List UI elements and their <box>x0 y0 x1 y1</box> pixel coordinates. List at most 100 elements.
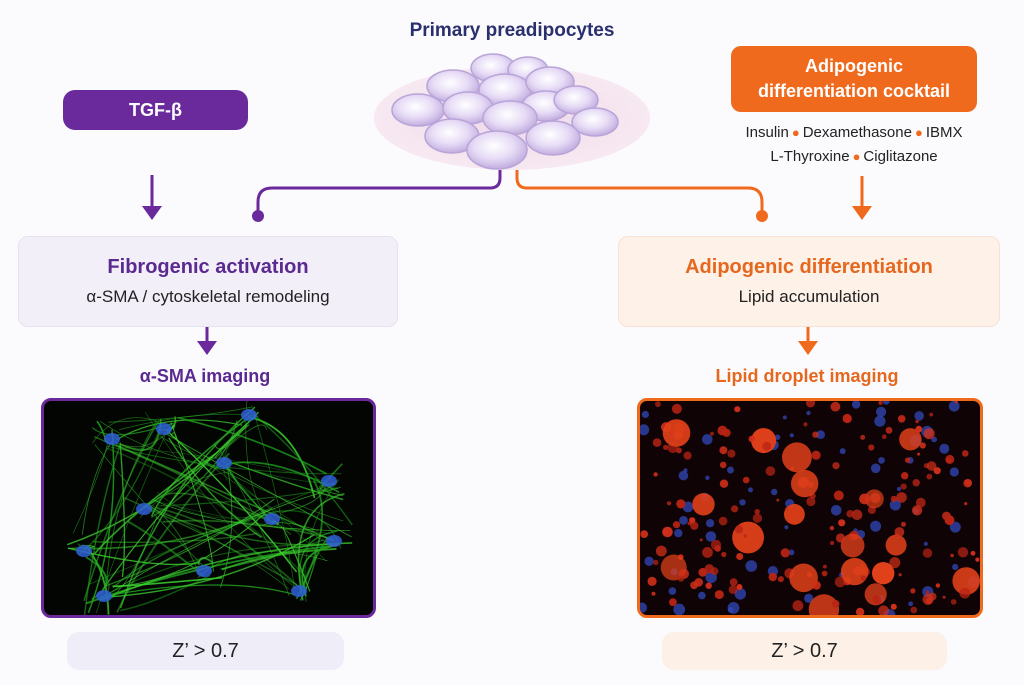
reagent-item: Insulin <box>745 124 789 141</box>
actin-fibre <box>299 554 318 601</box>
lipid-droplet <box>929 412 934 417</box>
actin-fibre <box>219 450 290 596</box>
lipid-droplet <box>959 587 971 599</box>
actin-fibre <box>108 406 254 423</box>
lipid-droplet <box>698 567 708 577</box>
nucleus <box>727 606 734 613</box>
nucleus <box>104 433 120 445</box>
lipid-droplet <box>901 521 906 527</box>
lipid-droplet <box>728 585 738 594</box>
lipid-droplet <box>872 562 895 585</box>
lipid-droplet <box>751 428 777 454</box>
actin-fibre <box>116 452 230 613</box>
nucleus <box>806 410 811 416</box>
nucleus <box>291 585 307 597</box>
actin-fibre <box>119 406 256 609</box>
actin-fibre <box>252 407 295 589</box>
lipid-droplet <box>898 573 902 577</box>
lipid-droplet <box>935 583 941 588</box>
nucleus <box>321 475 337 487</box>
lipid-droplet <box>885 534 907 556</box>
lipid-droplet <box>890 603 897 610</box>
lipid-droplet <box>882 434 887 439</box>
lipid-droplet <box>780 548 790 558</box>
lipid-droplet <box>851 509 863 521</box>
lipid-droplet <box>652 438 662 447</box>
lipid-droplet <box>734 406 741 413</box>
lipid-droplet <box>743 534 747 538</box>
nucleus <box>914 411 924 421</box>
nucleus <box>698 591 706 600</box>
lipid-droplet <box>896 492 907 503</box>
lipid-droplet <box>690 521 699 530</box>
lipid-droplet <box>975 557 980 562</box>
lipid-droplet <box>922 593 934 605</box>
lipid-droplet <box>677 575 685 582</box>
lipid-droplet <box>662 419 691 447</box>
tgf-arrow <box>142 175 162 220</box>
actin-fibre <box>247 416 316 499</box>
nucleus <box>668 587 677 595</box>
actin-fibre <box>105 420 158 595</box>
actin-fibre <box>93 436 279 527</box>
lipid-droplet <box>915 425 923 433</box>
actin-fibre <box>78 424 162 556</box>
lipid-droplet <box>946 458 952 464</box>
nucleus <box>96 590 112 602</box>
nucleus <box>196 565 212 577</box>
lipid-droplet <box>718 516 728 526</box>
lipid-droplet <box>838 519 846 527</box>
nucleus <box>839 448 846 455</box>
lipid-droplet <box>727 449 736 458</box>
lipid-droplet <box>926 473 933 480</box>
lipid-droplet <box>785 507 789 511</box>
lipid-droplet <box>768 572 777 582</box>
nucleus <box>674 529 683 538</box>
reagent-item: Ciglitazone <box>863 148 938 165</box>
actin-fibre <box>318 463 343 493</box>
lipid-imaging-label: Lipid droplet imaging <box>715 366 899 386</box>
actin-fibre <box>93 532 258 544</box>
lipid-droplet <box>831 600 840 608</box>
lipid-droplet <box>933 467 941 475</box>
nucleus <box>784 525 789 530</box>
lipid-droplet <box>829 525 835 531</box>
actin-fibre <box>160 436 344 522</box>
lipid-droplet <box>669 598 677 607</box>
nucleus <box>705 519 715 528</box>
nucleus <box>952 563 959 571</box>
actin-fibre <box>112 512 274 589</box>
actin-fibre <box>145 503 201 576</box>
lipid-droplet <box>653 559 659 566</box>
nucleus <box>923 541 928 546</box>
lipid-droplet <box>731 505 739 513</box>
lipid-droplet <box>912 479 920 487</box>
lipid-droplet <box>675 447 682 454</box>
lipid-droplet <box>789 563 818 593</box>
actin-fibre <box>246 408 353 526</box>
nucleus <box>889 499 901 511</box>
lipid-droplet <box>830 540 835 546</box>
nucleus <box>804 593 814 603</box>
lipid-droplet <box>806 496 816 507</box>
bullet-icon: ● <box>914 125 923 140</box>
fibrogenic-card-title: Fibrogenic activation <box>107 256 309 278</box>
left-connector <box>256 170 502 214</box>
fibrogenic-activation-card: Fibrogenic activation α-SMA / cytoskelet… <box>18 236 398 327</box>
bullet-icon: ● <box>852 149 861 164</box>
nucleus <box>876 406 887 417</box>
lipid-droplet <box>754 509 760 515</box>
lipid-droplet <box>655 545 667 557</box>
lipid-droplet <box>925 590 930 595</box>
reagent-item: IBMX <box>925 124 963 141</box>
left-connector-dot <box>252 210 264 222</box>
nucleus <box>816 430 825 439</box>
actin-fibre <box>280 526 311 592</box>
lipid-droplet <box>672 521 681 529</box>
lipid-droplet <box>917 452 921 456</box>
nucleus <box>745 560 758 572</box>
actin-fibre <box>106 445 342 475</box>
reagent-item: Dexamethasone <box>802 124 912 141</box>
lipid-droplet <box>864 489 884 509</box>
nucleus <box>782 415 787 420</box>
